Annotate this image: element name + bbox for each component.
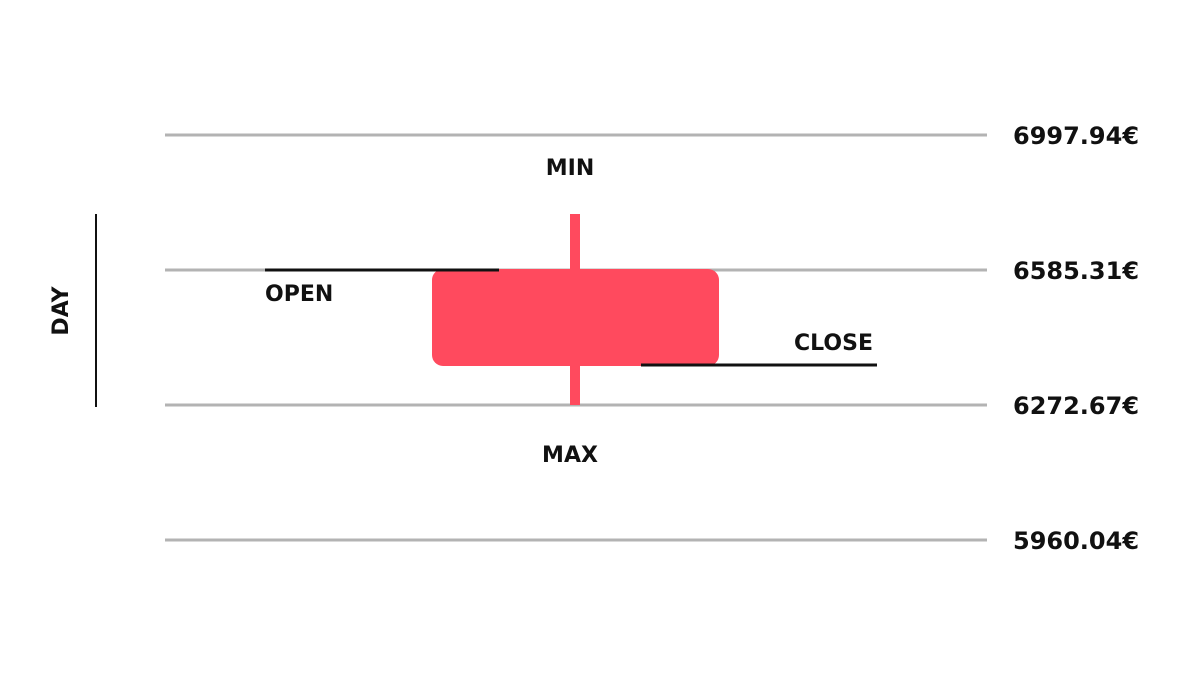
close-label: CLOSE (794, 331, 873, 356)
max-label: MAX (542, 443, 598, 468)
price-label-1: 6997.94€ (1013, 122, 1139, 150)
period-label: DAY (49, 285, 74, 335)
price-label-3: 6272.67€ (1013, 392, 1139, 420)
candle-body (432, 269, 719, 366)
price-label-2: 6585.31€ (1013, 257, 1139, 285)
open-label: OPEN (265, 282, 333, 307)
min-label: MIN (546, 156, 595, 181)
price-label-4: 5960.04€ (1013, 527, 1139, 555)
